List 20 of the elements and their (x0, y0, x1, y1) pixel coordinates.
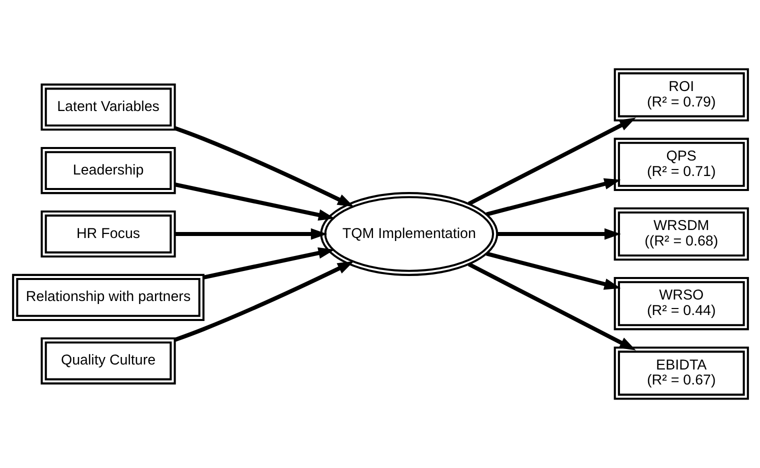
node-box: QPS (R² = 0.71) (613, 138, 748, 192)
arrow (486, 178, 620, 216)
node-box: WRSO (R² = 0.44) (613, 276, 748, 330)
node-box: EBIDTA (R² = 0.67) (613, 346, 748, 400)
arrow (467, 118, 636, 206)
node-box: Leadership (40, 147, 176, 194)
arrow (497, 228, 620, 240)
node-box: HR Focus (40, 210, 176, 258)
arrow (467, 262, 636, 350)
node-box: Latent Variables (40, 84, 176, 131)
node-box: ROI (R² = 0.79) (613, 68, 748, 122)
node-box: Quality Culture (40, 337, 176, 384)
node-box: Relationship with partners (12, 274, 204, 321)
arrow (202, 247, 334, 280)
arrow (174, 261, 354, 342)
arrow (486, 252, 620, 290)
arrow (174, 228, 327, 240)
arrow (174, 182, 334, 221)
arrow (174, 126, 354, 207)
node-box: WRSDM ((R² = 0.68) (613, 207, 748, 261)
